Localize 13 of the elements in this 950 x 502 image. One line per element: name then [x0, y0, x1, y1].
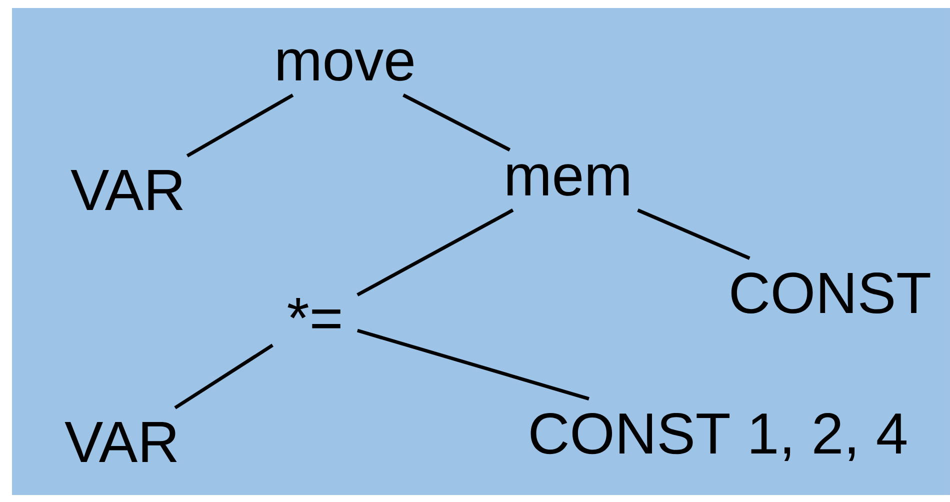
- tree-node-label: *=: [288, 298, 340, 328]
- tree-node-label: move: [278, 49, 414, 81]
- tree-edge: [356, 208, 514, 296]
- tree-edge: [402, 94, 511, 152]
- tree-node-label: VAR: [70, 170, 183, 210]
- tree-node-label: CONST: [731, 272, 930, 314]
- tree-edge: [637, 208, 750, 260]
- tree-edge: [356, 328, 590, 401]
- tree-node-label: mem: [507, 164, 629, 196]
- tree-edge: [186, 94, 294, 158]
- tree-node-label: CONST 1, 2, 4: [530, 413, 906, 461]
- tree-node-label: VAR: [64, 422, 177, 462]
- tree-edge: [174, 344, 274, 410]
